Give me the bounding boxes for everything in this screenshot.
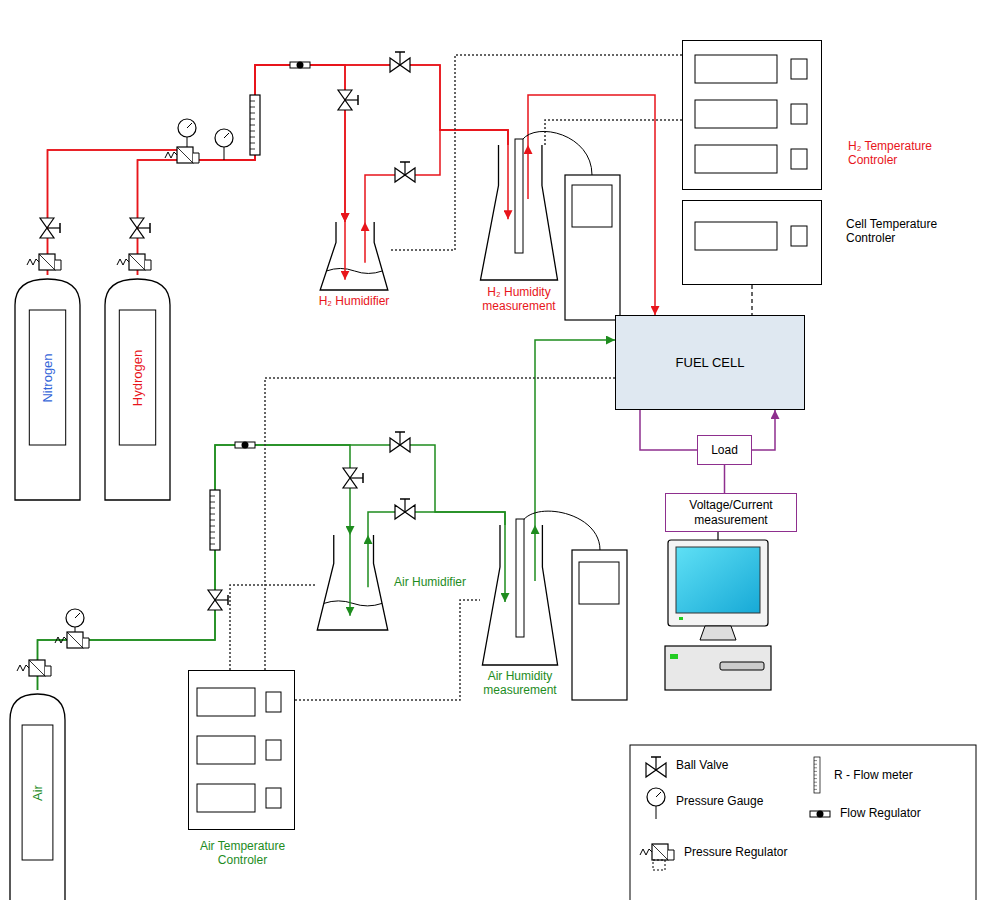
gas-tube <box>344 222 346 280</box>
cylinder-label-frame <box>119 310 155 445</box>
gas-tube <box>367 535 369 587</box>
fuel-cell-box: FUEL CELL <box>615 315 805 410</box>
node-label: Air <box>30 785 46 801</box>
node-label: Air Humidity measurement <box>470 669 570 698</box>
measurement-box: Voltage/Current measurement <box>665 493 797 532</box>
gas-line <box>138 65 346 275</box>
gas-line <box>535 340 615 525</box>
node-label: Cell Temperature Controler <box>846 217 968 246</box>
control-wire <box>295 600 480 700</box>
temperature-controller: Cell Temperature Controler <box>682 200 822 285</box>
node-label: Air Humidifier <box>394 575 478 589</box>
gas-tube <box>349 535 351 616</box>
control-wire <box>390 55 682 250</box>
node-label: Air Temperature Controler <box>185 839 300 868</box>
flask-glass <box>317 535 388 630</box>
gas-tube <box>534 525 536 581</box>
gas-line <box>38 445 351 690</box>
flask-glass <box>482 525 557 665</box>
gas-line <box>48 65 346 275</box>
gas-line <box>365 130 508 222</box>
legend-label: R - Flow meter <box>834 768 913 782</box>
flask-outline <box>315 535 390 630</box>
gas-line <box>640 410 697 450</box>
gas-line <box>138 65 509 275</box>
temperature-controller: Air Temperature Controler <box>188 670 295 830</box>
flask-glass <box>320 222 388 290</box>
flask-outline <box>478 145 560 280</box>
node-label: FUEL CELL <box>676 355 745 371</box>
cylinder-label-frame <box>29 310 65 445</box>
humidifier-flask: H₂ Humidifier <box>318 222 390 290</box>
gas-line <box>752 410 775 450</box>
cylinder-body <box>105 279 170 500</box>
cylinder-body <box>15 279 80 500</box>
load-box: Load <box>697 435 752 465</box>
humidity-flask: H₂ Humidity measurement <box>478 145 560 280</box>
flask-outline <box>480 525 560 665</box>
gas-line <box>48 65 509 275</box>
gas-line <box>724 465 726 493</box>
legend-label: Pressure Regulator <box>684 845 787 859</box>
gas-tube <box>364 222 366 263</box>
temperature-controller: H₂ Temperature Controler <box>682 40 822 190</box>
water-line <box>326 268 382 273</box>
humidifier-flask: Air Humidifier <box>315 535 390 630</box>
node-label: H₂ Humidifier <box>299 294 409 308</box>
control-wire <box>265 378 615 670</box>
node-label: Load <box>711 443 738 457</box>
gas-tube <box>527 145 529 199</box>
water-line <box>324 601 382 606</box>
humidity-probe <box>515 139 523 253</box>
node-label: H₂ Temperature Controler <box>848 139 966 168</box>
legend-label: Ball Valve <box>676 758 728 772</box>
legend-label: Flow Regulator <box>840 806 921 820</box>
gas-cylinder: Nitrogen <box>15 275 80 500</box>
gas-line <box>368 512 505 535</box>
cylinder-label-frame <box>22 725 53 860</box>
flask-glass <box>480 145 557 280</box>
flask-outline <box>318 222 390 290</box>
control-wire <box>230 585 315 670</box>
cylinder-body <box>10 694 65 900</box>
humidity-probe <box>516 519 524 637</box>
node-label: Voltage/Current measurement <box>669 498 793 527</box>
node-label: Nitrogen <box>40 353 56 402</box>
node-label: H₂ Humidity measurement <box>464 285 574 314</box>
gas-tube <box>507 145 509 219</box>
gas-cylinder: Hydrogen <box>105 275 170 500</box>
control-wire <box>751 285 753 315</box>
gas-cylinder: Air <box>10 690 65 900</box>
gas-tube <box>504 525 506 602</box>
node-label: Hydrogen <box>130 349 146 405</box>
control-wire <box>545 120 682 145</box>
legend-label: Pressure Gauge <box>676 794 763 808</box>
humidity-flask: Air Humidity measurement <box>480 525 560 665</box>
